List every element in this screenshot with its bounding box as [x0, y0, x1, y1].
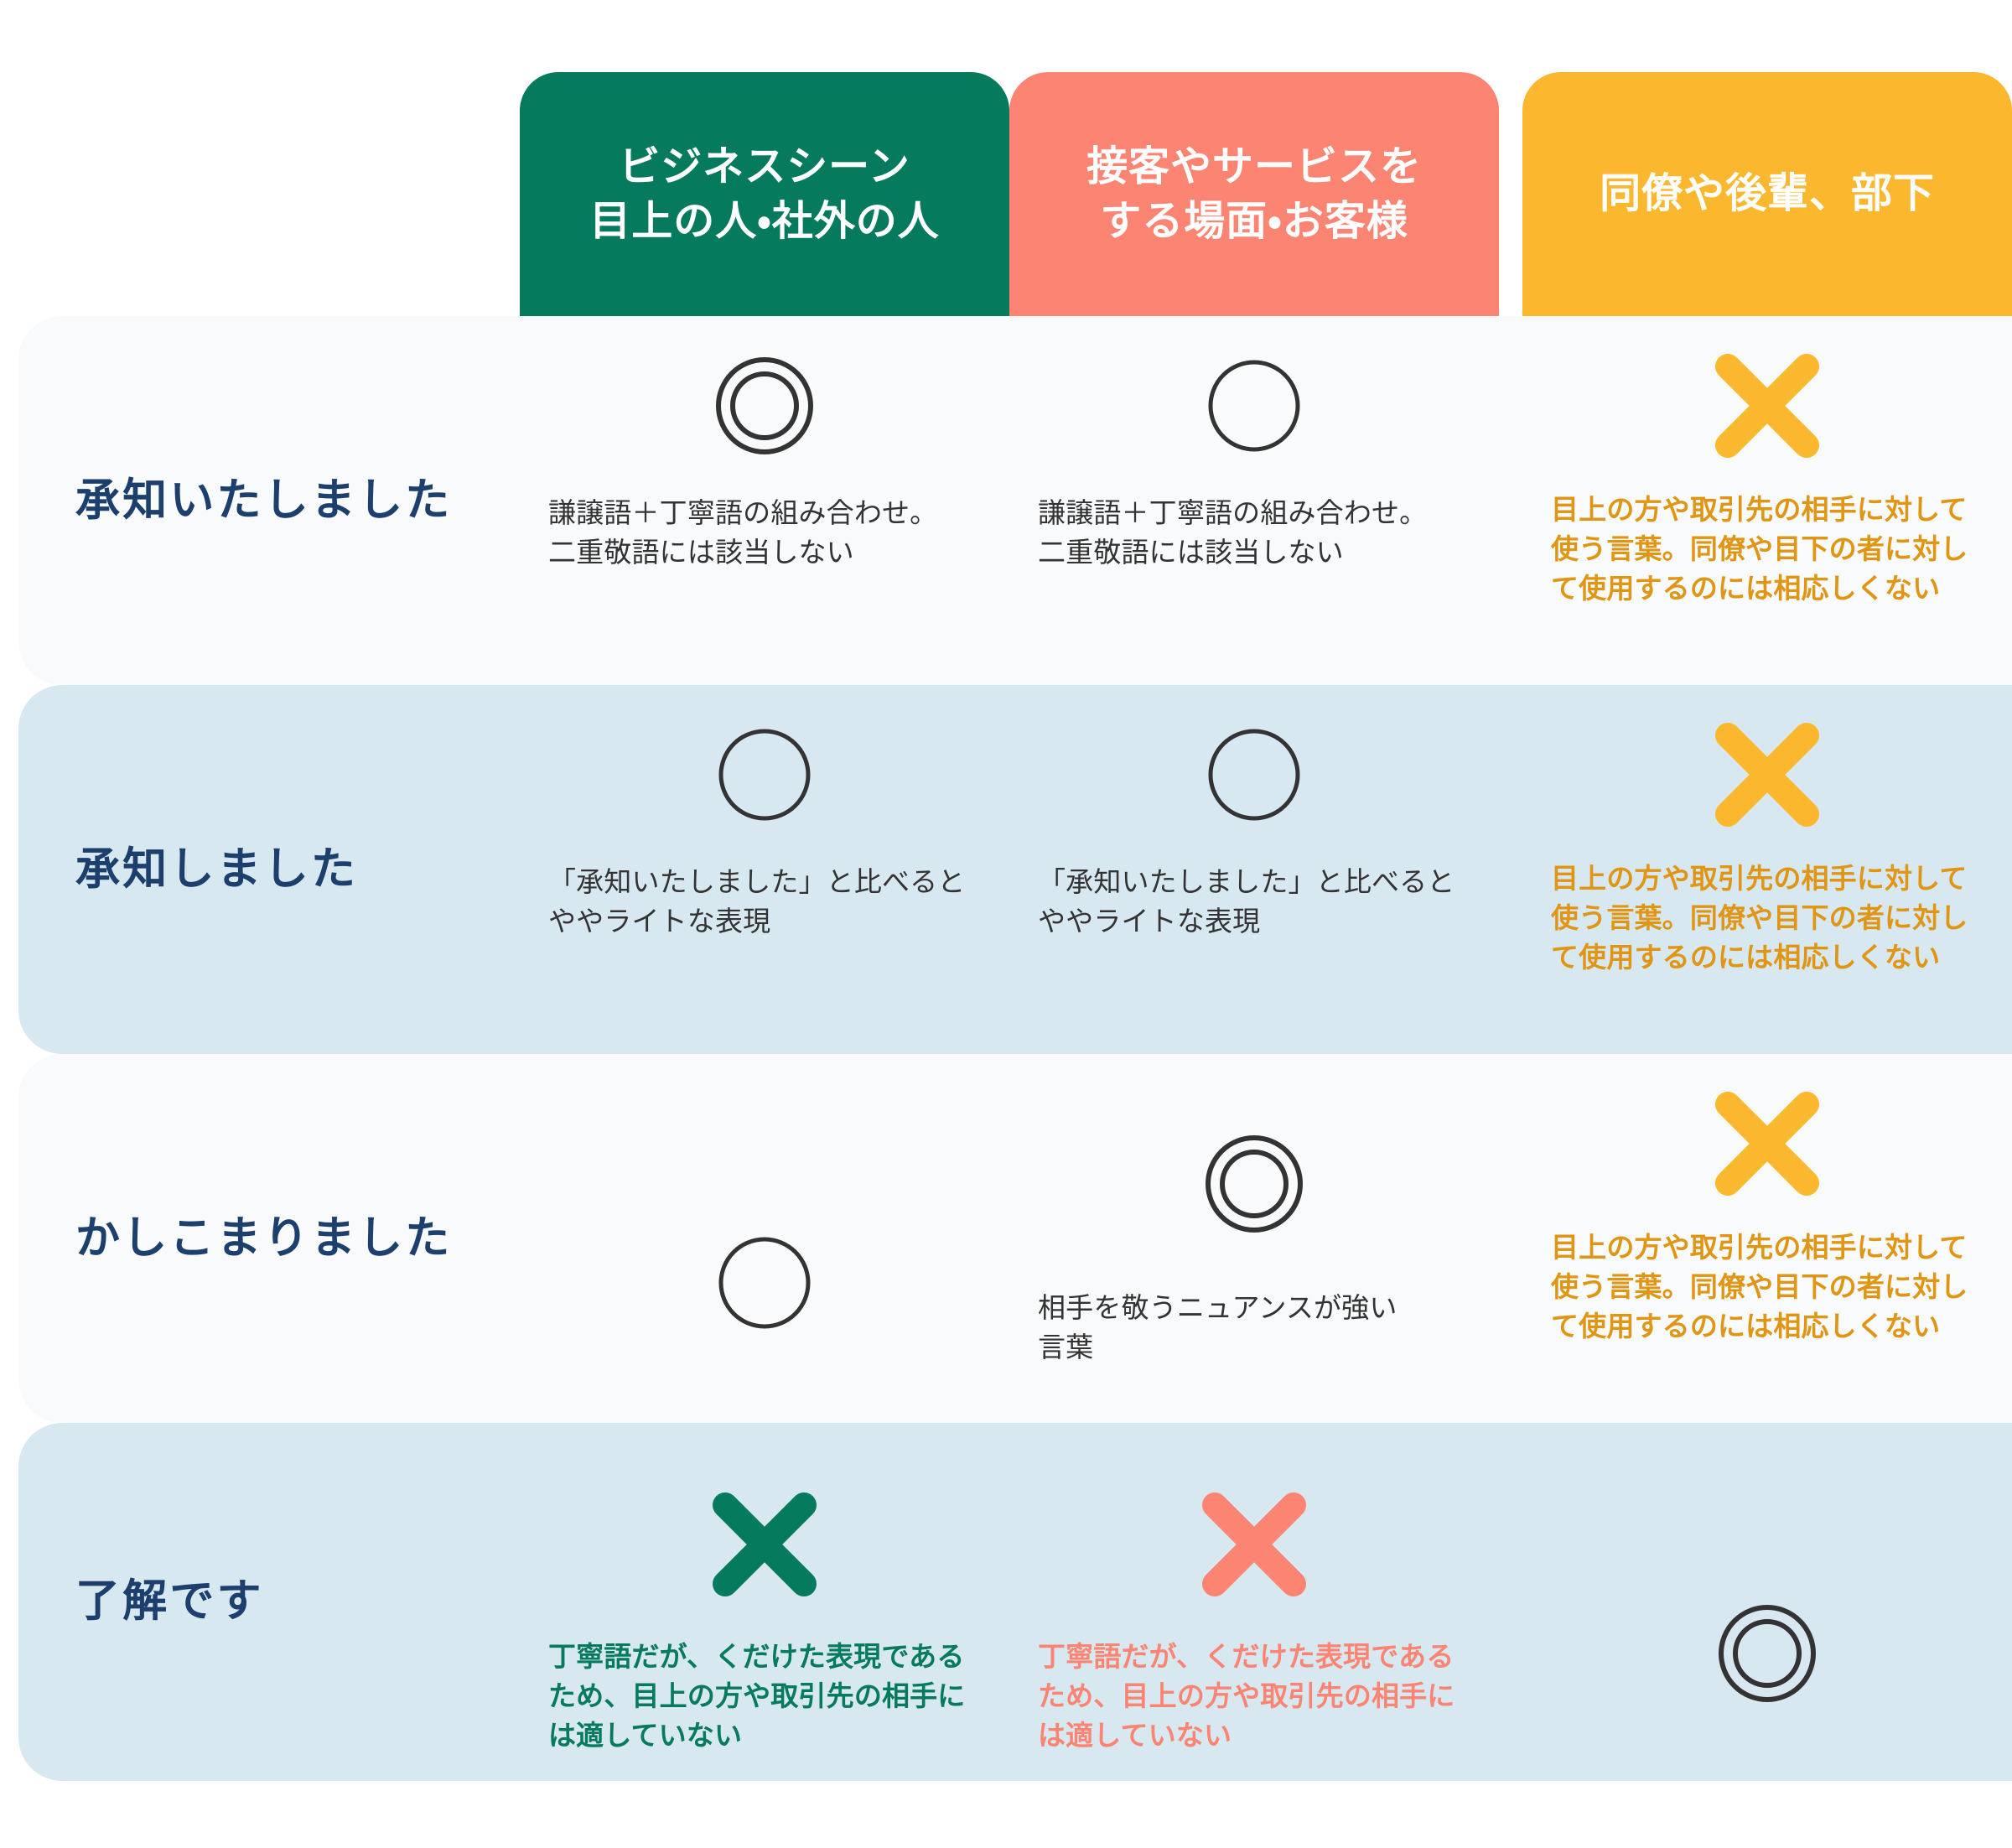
cell-description: 目上の方や取引先の相手に対して使う言葉。同僚や目下の者に対して使用するのには相応…: [1551, 494, 1968, 604]
column-header-customer-service: 接客やサービスを する場面・お客様: [1009, 72, 1499, 316]
row-label: かしこまりました: [75, 1212, 453, 1263]
table-cell: 「承知いたしました」と比べると ややライトな表現: [520, 685, 1009, 1054]
table-cell: 丁寧語だが、くだけた表現であるため、目上の方や取引先の相手には適していない: [1009, 1423, 1499, 1781]
double-circle-icon: [1532, 1582, 2002, 1725]
column-header-business-scene: ビジネスシーン 目上の人・社外の人: [520, 72, 1009, 316]
row-label: 承知いたしました: [75, 475, 453, 525]
cross-icon: [1532, 335, 2002, 477]
row-label: 承知しました: [75, 844, 359, 894]
table-cell: 目上の方や取引先の相手に対して使う言葉。同僚や目下の者に対して使用するのには相応…: [1522, 685, 2012, 1054]
cell-description: 相手を敬うニュアンスが強い 言葉: [1038, 1292, 1398, 1363]
circle-icon: [1019, 703, 1489, 846]
cell-description: 謙譲語＋丁寧語の組み合わせ。 二重敬語には該当しない: [1038, 497, 1428, 568]
cell-description: 「承知いたしました」と比べると ややライトな表現: [1038, 866, 1455, 937]
double-circle-icon: [1019, 1113, 1489, 1255]
cross-icon: [1019, 1473, 1489, 1616]
column-header-colleagues: 同僚や後輩、部下: [1522, 72, 2012, 316]
table-row: 承知しました 「承知いたしました」と比べると ややライトな表現 「承知いたしまし…: [18, 685, 2012, 1054]
table-header-row: ビジネスシーン 目上の人・社外の人 接客やサービスを する場面・お客様 同僚や後…: [0, 72, 2012, 316]
circle-icon: [530, 703, 999, 846]
row-label: 了解です: [75, 1576, 264, 1627]
cross-icon: [1532, 1072, 2002, 1215]
table-cell: 相手を敬うニュアンスが強い 言葉: [1009, 1054, 1499, 1423]
cell-description: 目上の方や取引先の相手に対して使う言葉。同僚や目下の者に対して使用するのには相応…: [1551, 863, 1968, 973]
table-cell: 丁寧語だが、くだけた表現であるため、目上の方や取引先の相手には適していない: [520, 1423, 1009, 1781]
cell-description: 目上の方や取引先の相手に対して使う言葉。同僚や目下の者に対して使用するのには相応…: [1551, 1232, 1968, 1342]
cell-description: 丁寧語だが、くだけた表現であるため、目上の方や取引先の相手には適していない: [1038, 1641, 1455, 1751]
circle-icon: [530, 1212, 999, 1354]
double-circle-icon: [530, 335, 999, 477]
table-cell: [520, 1054, 1009, 1423]
table-cell: 目上の方や取引先の相手に対して使う言葉。同僚や目下の者に対して使用するのには相応…: [1522, 316, 2012, 685]
cell-description: 謙譲語＋丁寧語の組み合わせ。 二重敬語には該当しない: [548, 497, 938, 568]
table-row: かしこまりました 相手を敬うニュアンスが強い 言葉 目上の方や取引先の相手に対し…: [18, 1054, 2012, 1423]
circle-icon: [1019, 335, 1489, 477]
table-row: 了解です 丁寧語だが、くだけた表現であるため、目上の方や取引先の相手には適してい…: [18, 1423, 2012, 1781]
table-cell: 謙譲語＋丁寧語の組み合わせ。 二重敬語には該当しない: [1009, 316, 1499, 685]
cross-icon: [1532, 703, 2002, 846]
cross-icon: [530, 1473, 999, 1616]
cell-description: 丁寧語だが、くだけた表現であるため、目上の方や取引先の相手には適していない: [548, 1641, 966, 1751]
table-cell: 目上の方や取引先の相手に対して使う言葉。同僚や目下の者に対して使用するのには相応…: [1522, 1054, 2012, 1423]
table-cell: 謙譲語＋丁寧語の組み合わせ。 二重敬語には該当しない: [520, 316, 1009, 685]
cell-description: 「承知いたしました」と比べると ややライトな表現: [548, 866, 966, 937]
table-cell: 「承知いたしました」と比べると ややライトな表現: [1009, 685, 1499, 1054]
table-row: 承知いたしました 謙譲語＋丁寧語の組み合わせ。 二重敬語には該当しない 謙譲語＋…: [18, 316, 2012, 685]
table-cell: [1522, 1423, 2012, 1781]
